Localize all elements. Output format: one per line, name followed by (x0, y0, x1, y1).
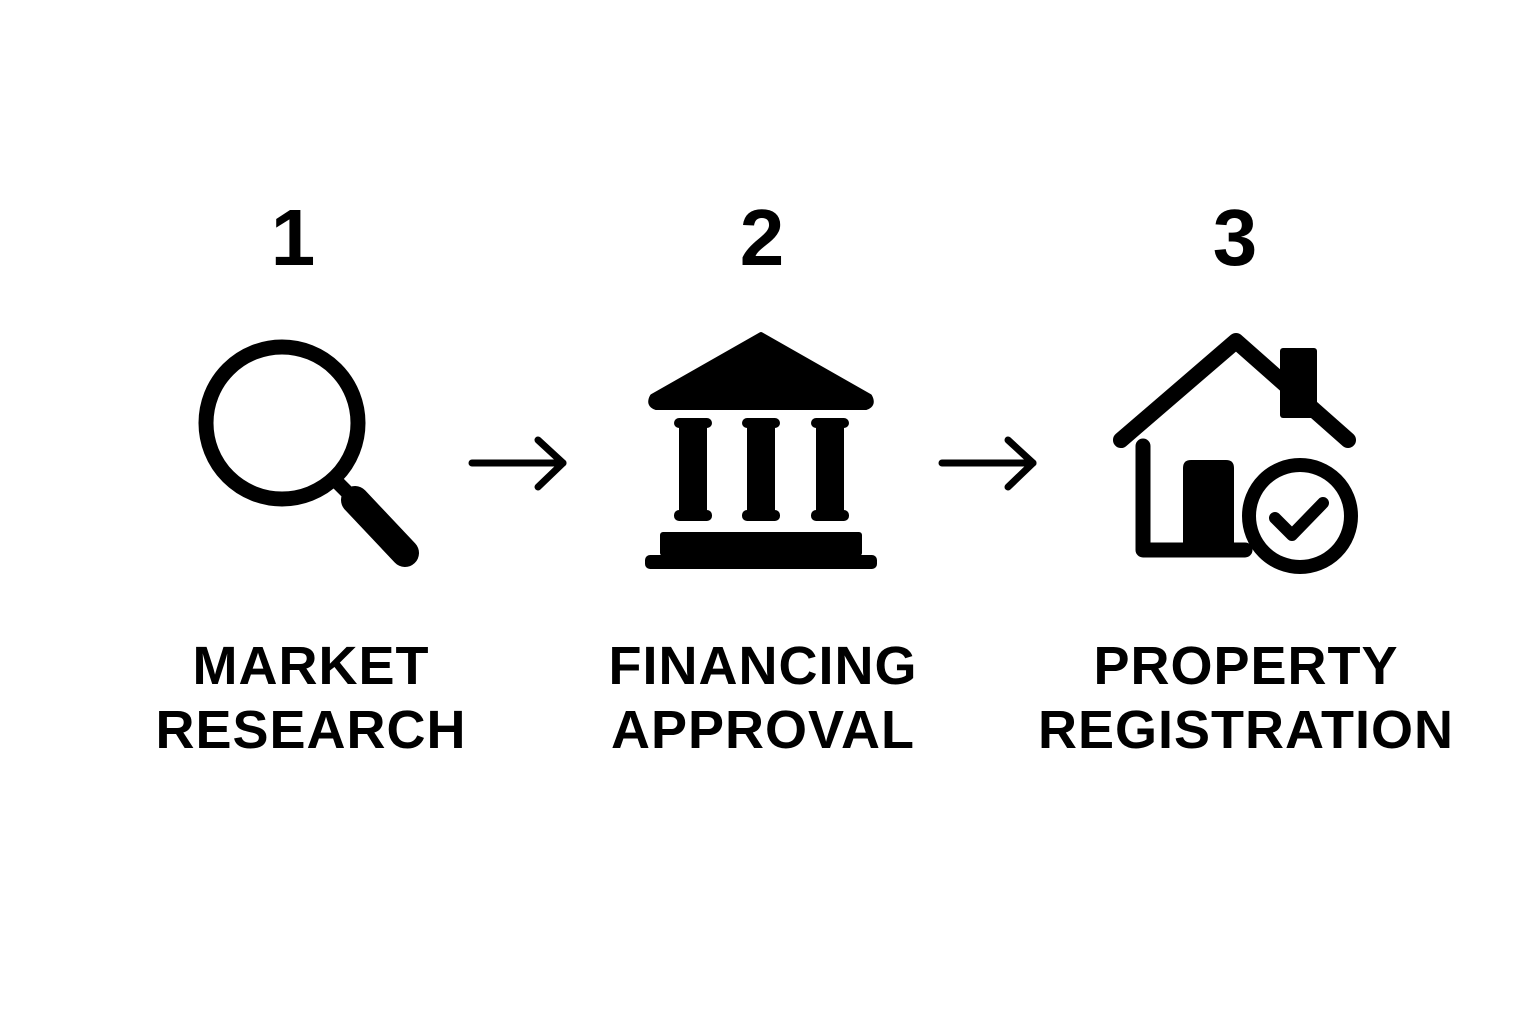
step-1-label: MARKET RESEARCH (101, 634, 521, 762)
step-1-label-line2: RESEARCH (155, 700, 467, 760)
arrow-right-icon (468, 436, 567, 491)
bank-icon (645, 332, 877, 569)
step-2-number: 2 (739, 193, 785, 282)
step-2-label-line2: APPROVAL (610, 700, 916, 760)
step-3-label: PROPERTY REGISTRATION (1036, 634, 1456, 762)
step-1-label-line1: MARKET (192, 636, 430, 696)
magnifier-icon (198, 339, 419, 567)
house-check-icon (1113, 333, 1358, 574)
step-3-label-line2: REGISTRATION (1038, 700, 1454, 760)
step-3-number: 3 (1212, 193, 1258, 282)
step-2-label-line1: FINANCING (608, 636, 918, 696)
arrow-right-icon (938, 436, 1037, 491)
step-1-number: 1 (270, 193, 316, 282)
step-3-label-line1: PROPERTY (1093, 636, 1399, 696)
step-2-label: FINANCING APPROVAL (553, 634, 973, 762)
